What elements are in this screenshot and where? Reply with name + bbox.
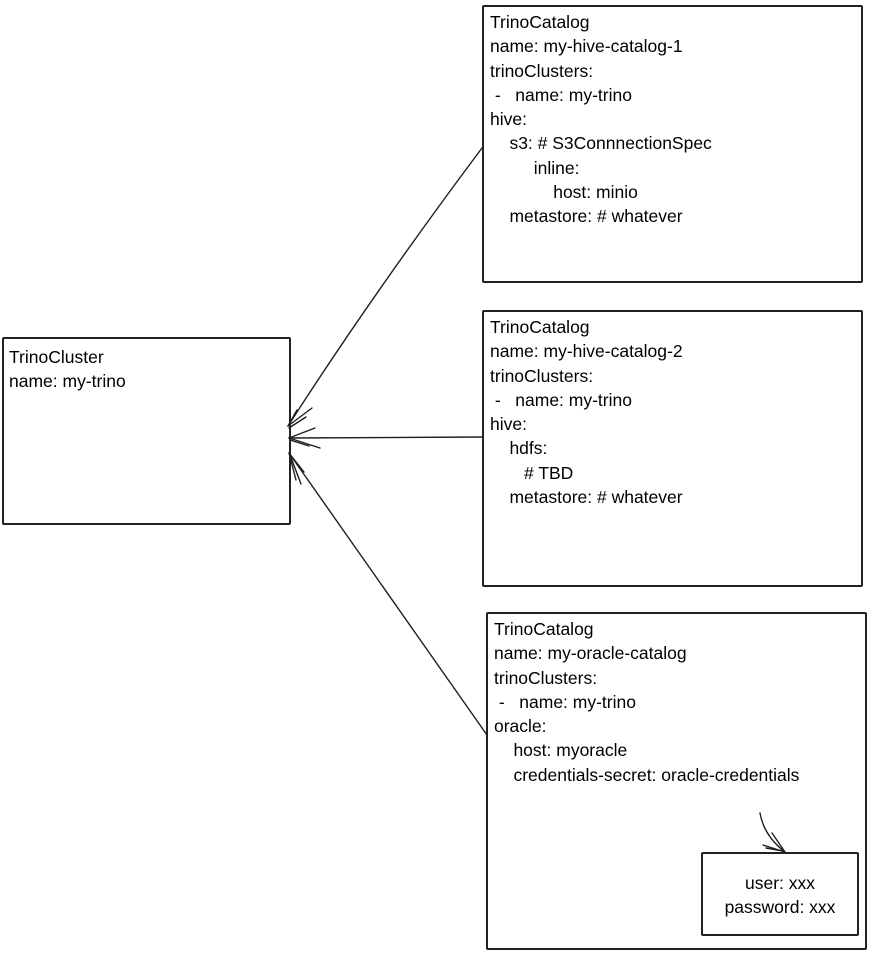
catalog2-name-line: name: my-hive-catalog-2 [490,341,683,362]
trino-catalog-box-hive-2: TrinoCatalog name: my-hive-catalog-2 tri… [482,310,863,587]
oracle-credentials-box: user: xxx password: xxx [701,852,859,936]
arrowhead-catalog2-stroke [288,437,321,449]
arrowhead-catalog1-stroke [288,416,307,429]
catalog2-hive-line: hive: [490,414,527,435]
credentials-user-line: user: xxx [744,873,816,893]
arrowhead-catalog2-stroke [288,427,316,439]
arrowhead-catalog3-stroke [288,452,305,473]
connector-line-catalog1 [287,147,483,427]
catalog1-cluster-item-line: - name: my-trino [490,84,632,105]
catalog3-oracle-line: oracle: [494,716,547,737]
catalog3-cluster-item-line: - name: my-trino [494,691,636,712]
catalog2-title: TrinoCatalog [490,317,590,337]
catalog3-name-line: name: my-oracle-catalog [494,643,687,664]
trino-catalog-box-oracle: TrinoCatalog name: my-oracle-catalog tri… [486,612,867,950]
catalog1-s3-line: s3: # S3ConnnectionSpec [490,133,712,154]
catalog3-trinoclusters-line: trinoClusters: [494,667,598,688]
credentials-password-line: password: xxx [724,897,836,918]
catalog2-trinoclusters-line: trinoClusters: [490,365,594,386]
catalog1-hive-line: hive: [490,109,527,130]
catalog2-cluster-item-line: - name: my-trino [490,389,632,410]
catalog2-metastore-line: metastore: # whatever [490,487,683,508]
catalog3-host-line: host: myoracle [494,740,628,761]
catalog1-metastore-line: metastore: # whatever [490,206,683,227]
arrowhead-catalog1-stroke [287,407,313,427]
cluster-title: TrinoCluster [9,347,104,367]
catalog2-tbd-line: # TBD [490,462,574,483]
cluster-name-line: name: my-trino [9,371,126,392]
catalog1-host-line: host: minio [490,182,638,203]
catalog1-title: TrinoCatalog [490,12,590,32]
catalog1-trinoclusters-line: trinoClusters: [490,60,594,81]
catalog3-title: TrinoCatalog [494,619,594,639]
arrowhead-catalog3-stroke [289,454,302,485]
catalog2-hdfs-line: hdfs: [490,438,548,459]
connector-line-catalog3 [288,452,488,736]
connector-line-catalog2 [288,436,484,439]
arrowhead-catalog2-stroke [289,439,310,447]
catalog1-name-line: name: my-hive-catalog-1 [490,36,683,57]
trino-cluster-box: TrinoCluster name: my-trino [2,337,291,525]
trino-catalog-box-hive-1: TrinoCatalog name: my-hive-catalog-1 tri… [482,5,863,283]
catalog3-credentials-secret-line: credentials-secret: oracle-credentials [494,764,800,785]
catalog1-inline-line: inline: [490,157,580,178]
